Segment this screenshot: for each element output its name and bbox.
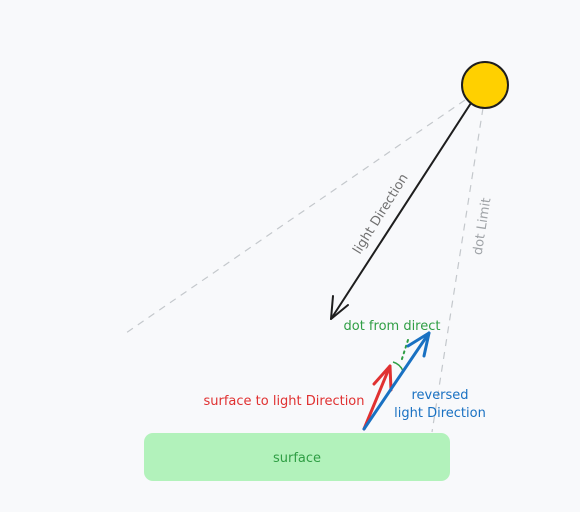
surface-to-light-arrowhead: [372, 364, 393, 392]
reversed-label-line1: reversed: [411, 388, 468, 403]
surface-to-light-label: surface to light Direction: [203, 394, 364, 409]
light-direction-arrowhead: [330, 295, 349, 320]
dot-from-direct-dotted-line: [400, 339, 409, 363]
dot-angle-arc: [392, 361, 404, 372]
light-direction-arrow: [330, 102, 472, 320]
light-direction-label: light Direction: [350, 171, 411, 257]
dot-from-direct-label: dot from direct: [344, 319, 441, 334]
dot-limit-label: dot Limit: [471, 197, 495, 256]
reversed-light-direction-arrowhead: [406, 331, 431, 358]
sun-circle: [461, 61, 509, 109]
surface-to-light-arrow: [362, 364, 392, 431]
surface-label: surface: [273, 451, 321, 466]
reversed-light-direction-arrow: [362, 331, 431, 431]
surface-rect: [144, 433, 450, 481]
reversed-label-line2: light Direction: [394, 406, 486, 421]
dashed-dot-limit-line: [431, 107, 484, 433]
dashed-cone-left-line: [125, 99, 466, 334]
